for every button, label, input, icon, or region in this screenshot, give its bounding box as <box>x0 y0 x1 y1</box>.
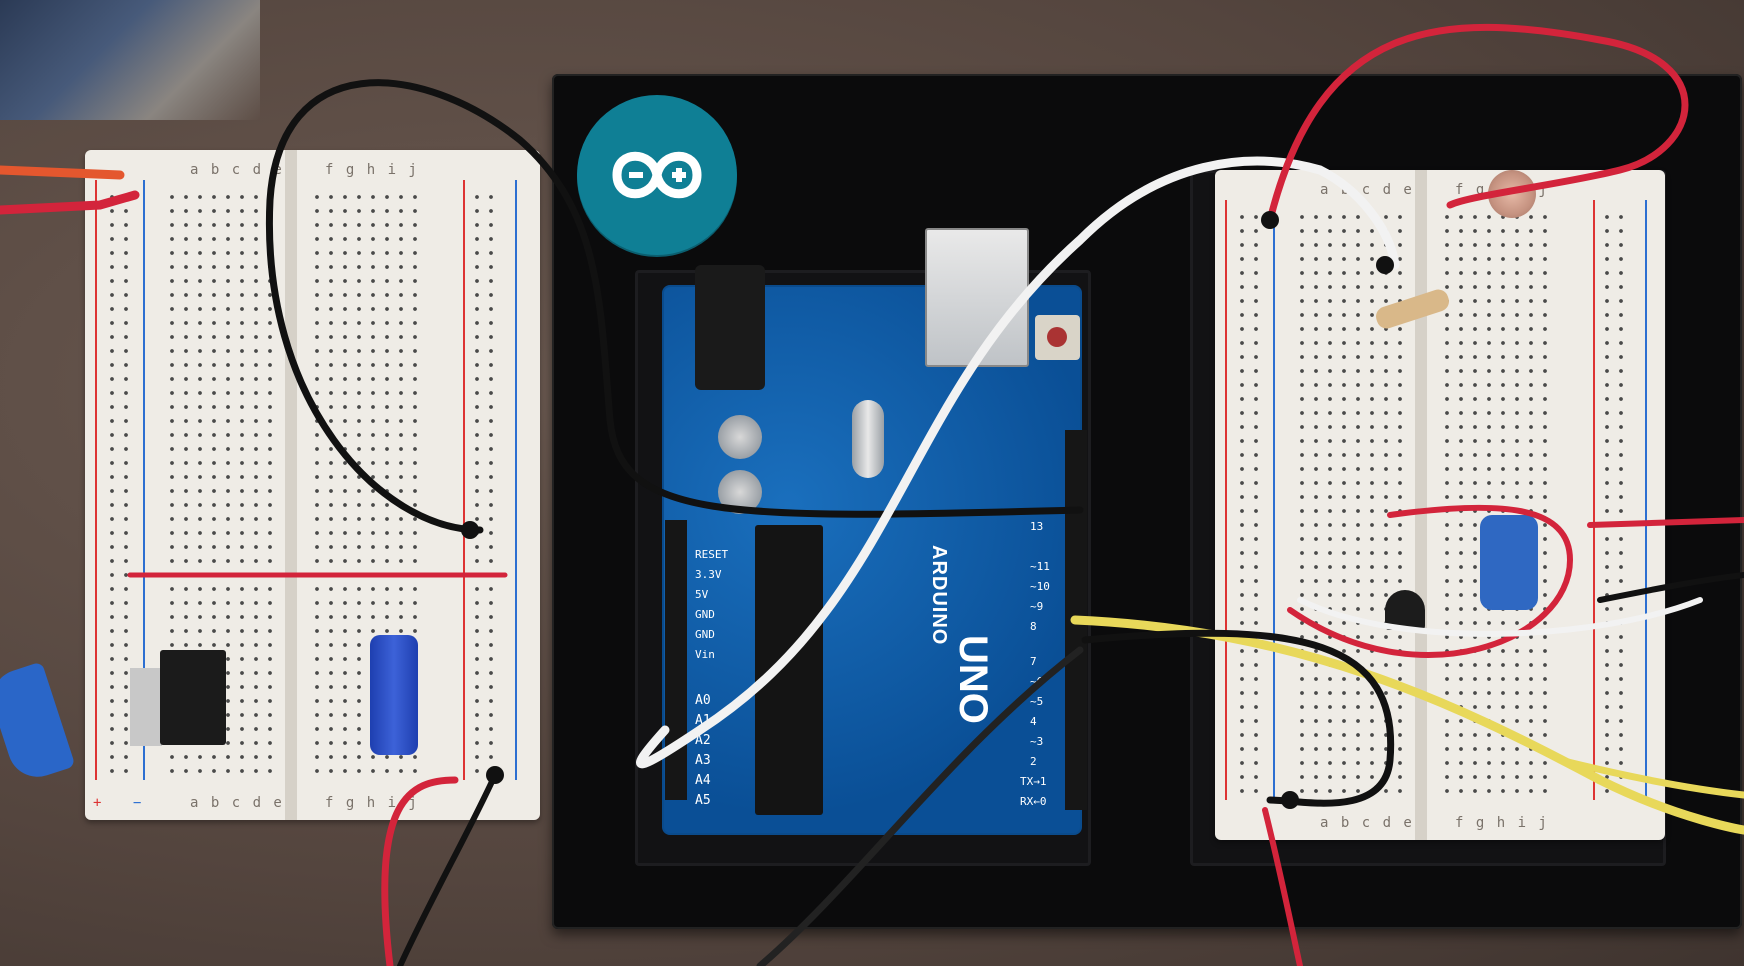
voltage-regulator <box>160 650 226 745</box>
pin-label-a4: A4 <box>695 773 711 788</box>
wire-yellow <box>1070 615 1744 835</box>
power-analog-header <box>665 520 687 800</box>
wire-black-bottom <box>1081 629 1395 807</box>
pin-label-d7: 7 <box>1030 655 1037 668</box>
rail-minus-label: − <box>133 795 144 811</box>
pin-label-d3: ~3 <box>1030 735 1044 748</box>
wire-end-cap <box>461 521 479 539</box>
pin-label-5v: 5V <box>695 588 709 601</box>
rail-red-line <box>95 180 97 780</box>
wire-end-cap <box>1376 256 1394 274</box>
rail-plus-label: + <box>93 795 104 811</box>
rail-blue-line <box>1273 200 1275 800</box>
transistor <box>1385 590 1425 630</box>
carpet-background <box>0 0 260 120</box>
capacitor-top <box>718 415 762 459</box>
wire-white-right <box>1297 597 1703 637</box>
pin-label-a3: A3 <box>695 753 711 768</box>
usb-port <box>925 228 1029 367</box>
dc-power-jack <box>695 265 765 390</box>
pin-label-gnd-1: GND <box>695 608 715 621</box>
pin-label-gnd-2: GND <box>695 628 715 641</box>
column-letters-bottom-left: a b c d e <box>190 795 284 811</box>
pin-label-d8: 8 <box>1030 620 1037 633</box>
rail-red-line <box>1593 200 1595 800</box>
wire-orange <box>0 165 125 180</box>
voltage-regulator-tab <box>130 668 162 746</box>
pin-label-d1: TX→1 <box>1020 775 1047 788</box>
electrolytic-capacitor <box>370 635 418 755</box>
wire-end-cap <box>1261 211 1279 229</box>
reset-button <box>1035 315 1080 360</box>
wire-red-middle-right <box>1287 504 1574 658</box>
rail-holes-left <box>1235 210 1265 800</box>
arduino-logo <box>577 95 737 255</box>
wire-red-right-edge <box>1587 517 1744 528</box>
rail-holes-right <box>1600 210 1630 800</box>
column-letters-bottom-right: f g h i j <box>1455 815 1549 831</box>
crystal-oscillator <box>852 400 884 478</box>
pin-label-d2: 2 <box>1030 755 1037 768</box>
wire-black-right-edge <box>1597 572 1744 603</box>
rail-blue-line <box>1645 200 1647 800</box>
wire-black-diagonal <box>756 646 1084 966</box>
rail-holes-right <box>470 190 500 780</box>
wire-yellow-lower-right <box>1556 756 1744 799</box>
pin-label-a2: A2 <box>695 733 711 748</box>
pin-label-d11: ~11 <box>1030 560 1050 573</box>
rail-blue-line <box>143 180 145 780</box>
infinity-logo-icon <box>612 151 702 199</box>
microcontroller-chip <box>755 525 823 815</box>
column-letters-top-right: f g h i j <box>325 162 419 178</box>
pin-label-vin: Vin <box>695 648 715 661</box>
wire-end-cap <box>1281 791 1299 809</box>
rail-red-line <box>1225 200 1227 800</box>
pin-label-a0: A0 <box>695 693 711 708</box>
wire-red-bottom-left <box>381 776 459 966</box>
terminal-holes-fj <box>1440 210 1550 800</box>
pin-label-d0: RX←0 <box>1020 795 1047 808</box>
wire-black-loop <box>265 79 1084 534</box>
rail-blue-line <box>515 180 517 780</box>
column-letters-top-left: a b c d e <box>190 162 284 178</box>
column-letters-bottom-left: a b c d e <box>1320 815 1414 831</box>
pin-label-d9: ~9 <box>1030 600 1044 613</box>
wire-white <box>636 156 1400 769</box>
rail-red-line <box>463 180 465 780</box>
wire-end-cap <box>486 766 504 784</box>
wire-red-bottom-right <box>1262 807 1303 966</box>
pin-label-d10: ~10 <box>1030 580 1050 593</box>
film-capacitor-right <box>1480 515 1538 610</box>
wire-black-bottom-left <box>397 772 498 966</box>
wire-red-top-right <box>1266 23 1689 224</box>
center-channel <box>285 150 297 820</box>
column-letters-bottom-right: f g h i j <box>325 795 419 811</box>
wire-red-top-left <box>0 190 140 215</box>
pin-label-d13: 13 <box>1030 520 1044 533</box>
center-channel <box>1415 170 1427 840</box>
pin-label-d5: ~5 <box>1030 695 1044 708</box>
pin-label-3v3: 3.3V <box>695 568 722 581</box>
pin-label-a5: A5 <box>695 793 711 808</box>
pin-label-reset: RESET <box>695 548 729 561</box>
pin-label-d4: 4 <box>1030 715 1037 728</box>
